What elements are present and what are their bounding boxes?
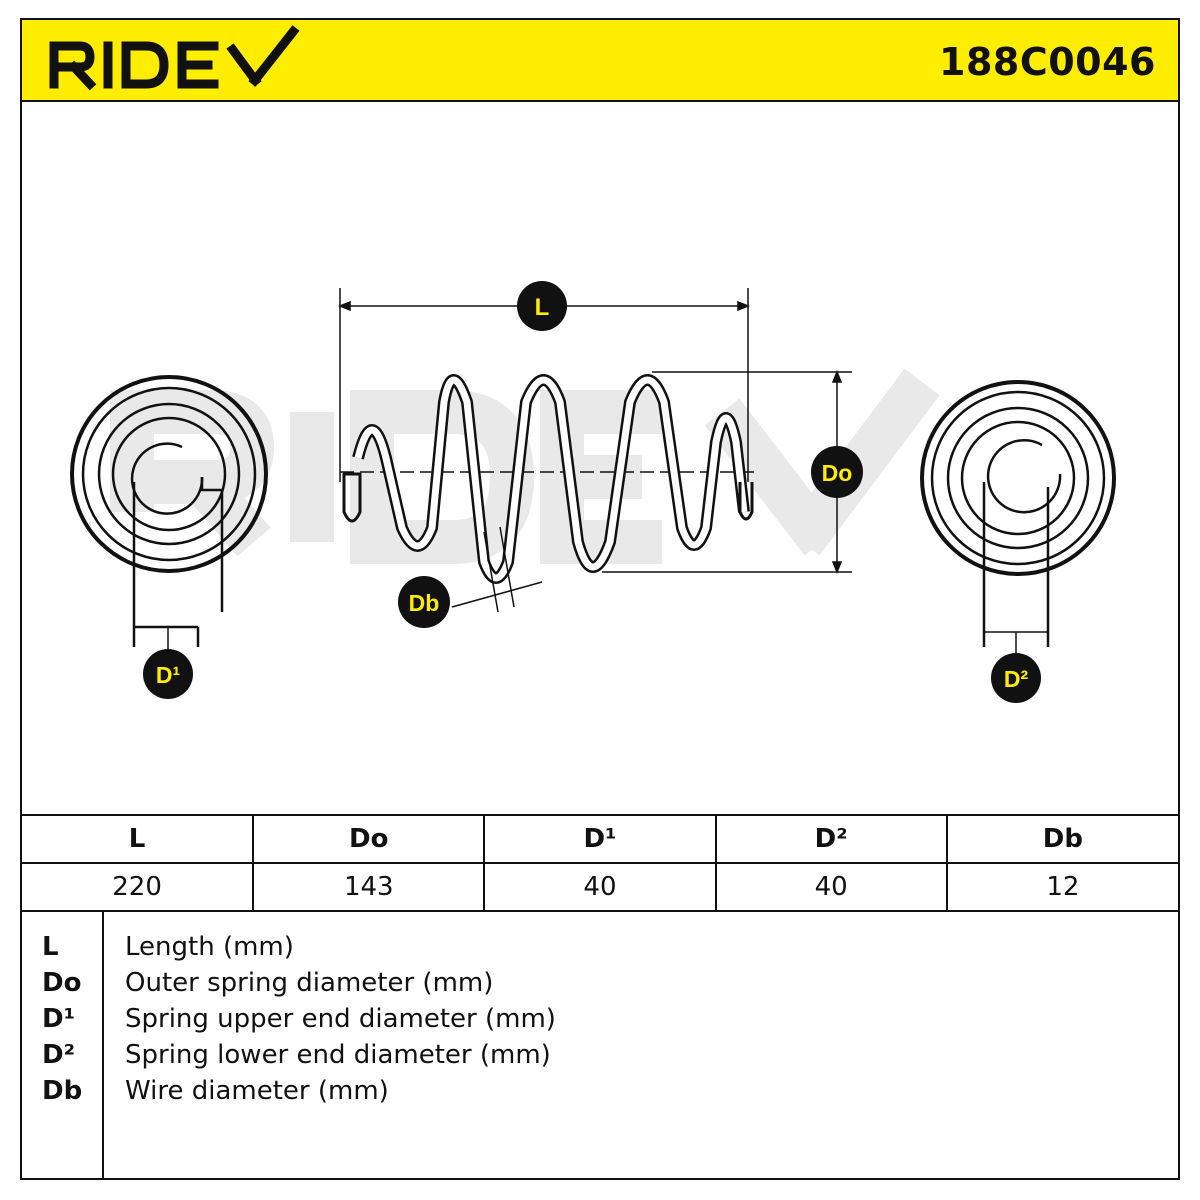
legend-symbol: Db (42, 1076, 83, 1106)
spring-drawing: L Do Db D¹ D² (70, 281, 1116, 703)
spring-side-view (340, 374, 760, 584)
wire-diameter-dimension (451, 526, 543, 613)
legend-divider (102, 912, 104, 1178)
svg-text:Do: Do (822, 460, 853, 486)
header-L: L (22, 814, 255, 864)
header-Db: Db (945, 814, 1178, 864)
legend-symbol: D² (42, 1040, 75, 1070)
legend-item: Do Outer spring diameter (mm) (22, 968, 1178, 1004)
legend-description: Length (mm) (125, 932, 294, 962)
svg-text:D¹: D¹ (156, 662, 180, 688)
label-Do: Do (811, 446, 863, 498)
ridex-logo (49, 25, 300, 91)
specs-table: L Do D¹ D² Db 220 143 40 40 12 (22, 814, 1178, 912)
outer-diameter-dimension (602, 369, 852, 575)
value-D1: 40 (483, 862, 717, 912)
specs-header-row: L Do D¹ D² Db (22, 814, 1178, 864)
svg-text:Db: Db (409, 590, 440, 616)
lower-end-view (920, 380, 1116, 647)
legend-item: Db Wire diameter (mm) (22, 1076, 1178, 1112)
svg-text:D²: D² (1004, 666, 1029, 692)
legend-description: Spring upper end diameter (mm) (125, 1004, 556, 1034)
label-Db: Db (398, 576, 450, 628)
legend-item: D² Spring lower end diameter (mm) (22, 1040, 1178, 1076)
specs-value-row: 220 143 40 40 12 (22, 862, 1178, 912)
legend-symbol: Do (42, 968, 82, 998)
legend-symbol: L (42, 932, 59, 962)
label-D1: D¹ (143, 649, 193, 699)
header-D1: D¹ (483, 814, 717, 864)
legend-item: L Length (mm) (22, 932, 1178, 968)
header-bar: 188C0046 (22, 20, 1178, 102)
label-L: L (517, 281, 567, 331)
legend-item: D¹ Spring upper end diameter (mm) (22, 1004, 1178, 1040)
legend-description: Outer spring diameter (mm) (125, 968, 494, 998)
header-Do: Do (252, 814, 486, 864)
label-D2: D² (991, 653, 1041, 703)
value-D2: 40 (714, 862, 948, 912)
drawing-frame: 188C0046 (20, 18, 1180, 1180)
part-number: 188C0046 (939, 40, 1156, 84)
legend-symbol: D¹ (42, 1004, 75, 1034)
legend-description: Wire diameter (mm) (125, 1076, 389, 1106)
value-Do: 143 (252, 862, 486, 912)
header-D2: D² (714, 814, 948, 864)
value-L: 220 (22, 862, 255, 912)
legend: L Length (mm) Do Outer spring diameter (… (22, 912, 1178, 1178)
upper-end-view (70, 375, 268, 647)
svg-text:L: L (535, 294, 550, 321)
legend-description: Spring lower end diameter (mm) (125, 1040, 551, 1070)
value-Db: 12 (945, 862, 1178, 912)
